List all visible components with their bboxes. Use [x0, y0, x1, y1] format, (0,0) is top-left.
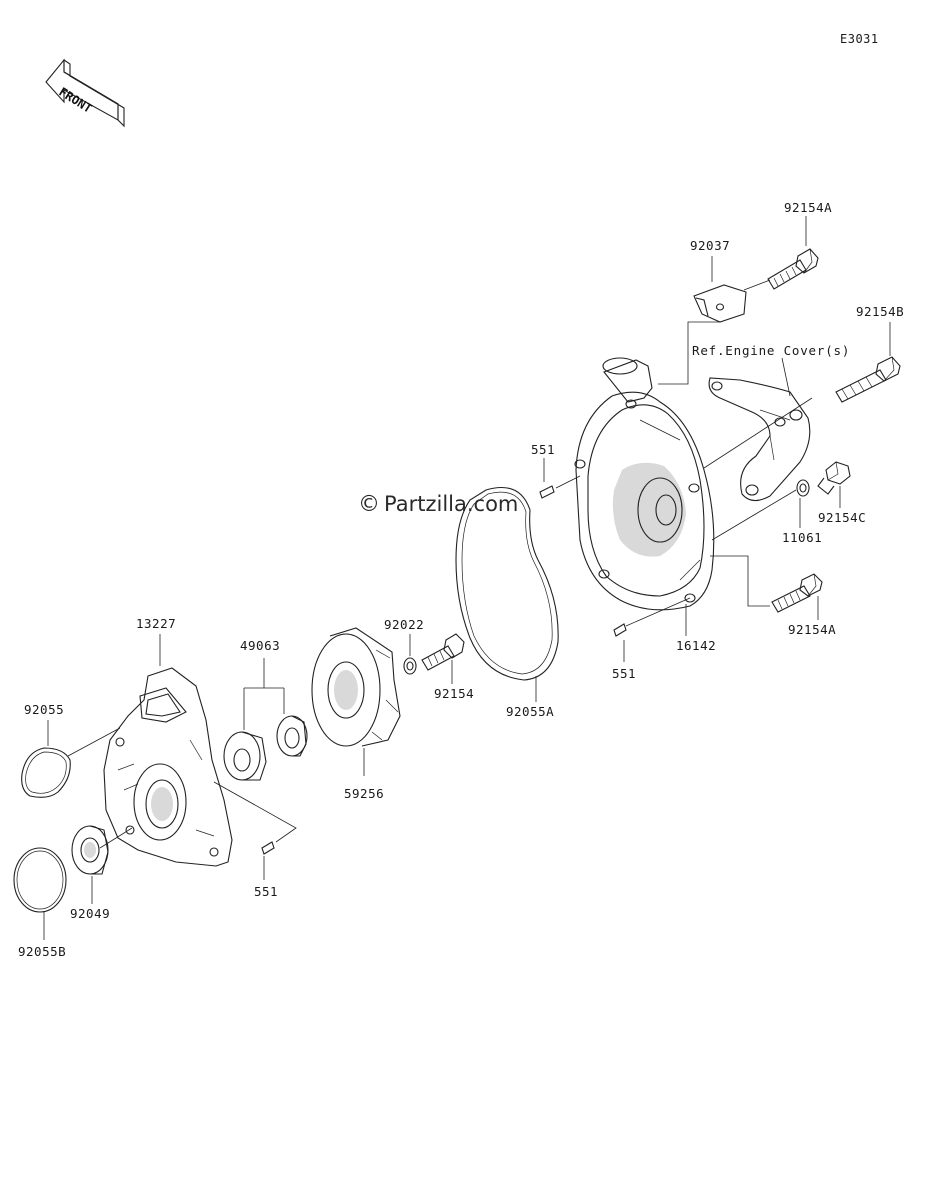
- watermark: ©Partzilla.com: [358, 492, 518, 517]
- label-92154[interactable]: 92154: [434, 686, 475, 701]
- label-92154b[interactable]: 92154B: [856, 304, 905, 319]
- clamp-92037-icon: [693, 284, 747, 323]
- label-13227[interactable]: 13227: [136, 616, 177, 631]
- label-551-right[interactable]: 551: [612, 666, 637, 681]
- reference-note: Ref.Engine Cover(s): [692, 343, 851, 358]
- front-arrow-icon: FRONT: [45, 58, 125, 128]
- washer-11061-icon: [796, 479, 810, 497]
- seal-49063-left-icon: [223, 731, 267, 781]
- dowel-pin-551-right-icon: [613, 623, 627, 637]
- copyright-icon: ©: [358, 492, 380, 517]
- bolt-92154b-icon: [835, 356, 901, 403]
- engine-cover-bracket-icon: [708, 377, 811, 502]
- bolt-92154a-lower-icon: [771, 573, 823, 613]
- watermark-text: Partzilla.com: [384, 492, 519, 516]
- seal-49063-right-icon: [276, 715, 308, 757]
- oil-seal-92049-icon: [71, 825, 109, 875]
- label-92049[interactable]: 92049: [70, 906, 111, 921]
- oring-92055-icon: [21, 747, 71, 798]
- cover-plate-13227-icon: [103, 667, 233, 867]
- impeller-59256-icon: [311, 627, 401, 747]
- label-11061[interactable]: 11061: [782, 530, 823, 545]
- label-92055b[interactable]: 92055B: [18, 944, 67, 959]
- label-92037[interactable]: 92037: [690, 238, 731, 253]
- bolt-92154a-top-icon: [767, 248, 819, 290]
- label-92154a-top[interactable]: 92154A: [784, 200, 833, 215]
- label-551-upper[interactable]: 551: [531, 442, 556, 457]
- label-92022[interactable]: 92022: [384, 617, 425, 632]
- label-16142[interactable]: 16142: [676, 638, 717, 653]
- label-92055a[interactable]: 92055A: [506, 704, 555, 719]
- bolt-92154c-icon: [817, 461, 851, 495]
- washer-92022-icon: [403, 657, 417, 675]
- label-49063[interactable]: 49063: [240, 638, 281, 653]
- leader-lines: [43, 216, 891, 940]
- label-551-lower[interactable]: 551: [254, 884, 279, 899]
- bolt-92154-icon: [421, 633, 465, 671]
- label-92154c[interactable]: 92154C: [818, 510, 867, 525]
- pump-housing-16142-icon: [574, 357, 715, 611]
- label-59256[interactable]: 59256: [344, 786, 385, 801]
- oring-92055a-icon: [455, 486, 559, 681]
- label-92154a-lower[interactable]: 92154A: [788, 622, 837, 637]
- diagram-code: E3031: [840, 32, 879, 46]
- oring-92055b-icon: [13, 847, 67, 913]
- dowel-pin-551-upper-icon: [539, 485, 555, 499]
- dowel-pin-551-lower-icon: [261, 841, 275, 855]
- label-92055[interactable]: 92055: [24, 702, 65, 717]
